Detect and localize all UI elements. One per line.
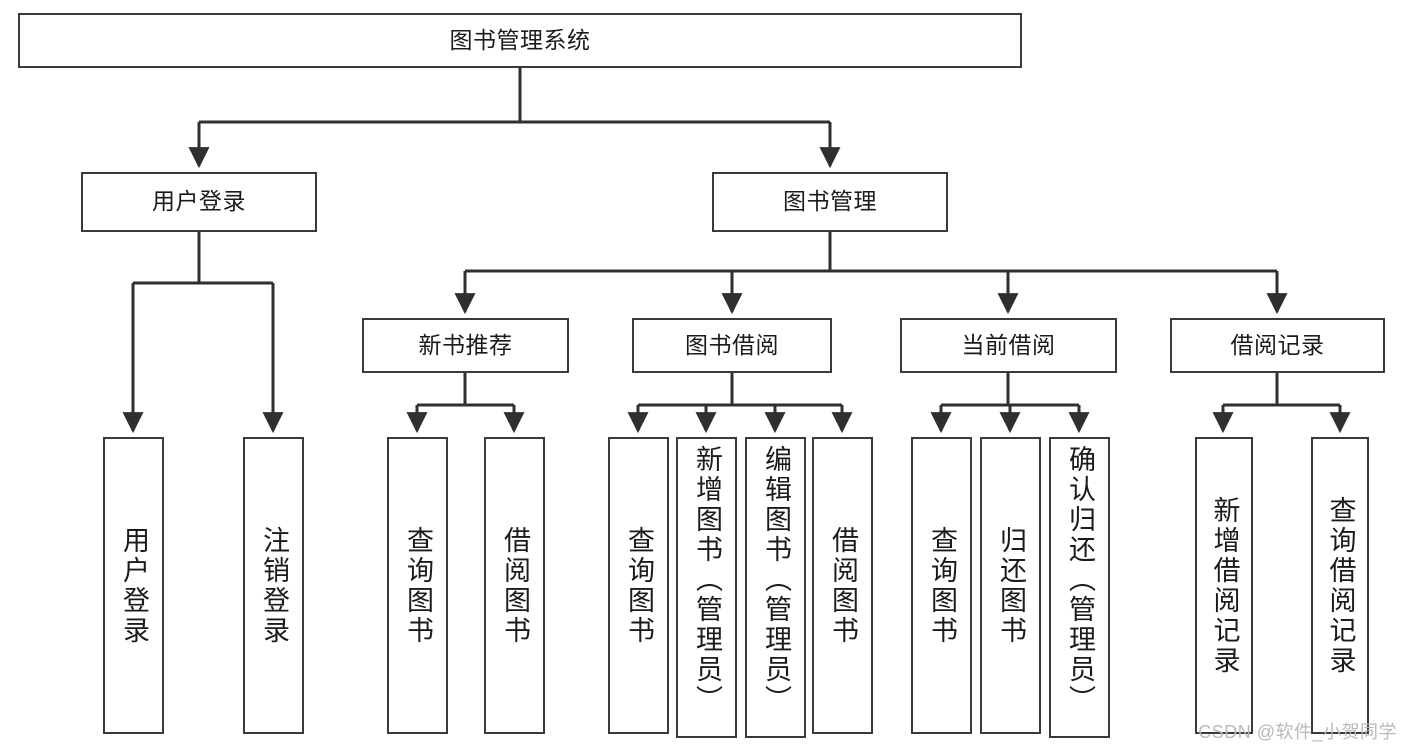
node-label: 借阅图书 <box>500 525 530 646</box>
node-label: 借阅记录 <box>1230 331 1325 358</box>
node-label: 用户登录 <box>119 525 149 646</box>
node-label: 查询图书 <box>927 525 957 646</box>
node-label: 借阅图书 <box>828 525 858 646</box>
node-label: 新增借阅记录 <box>1209 495 1240 676</box>
node-root-system[interactable]: 图书管理系统 <box>18 13 1022 68</box>
node-new-book-recommend[interactable]: 新书推荐 <box>362 318 569 373</box>
node-label: 编辑图书（管理员） <box>761 445 791 715</box>
node-label: 查询借阅记录 <box>1325 495 1356 676</box>
leaf-current-borrow-query[interactable]: 查询图书 <box>911 437 972 734</box>
leaf-borrow-record-query[interactable]: 查询借阅记录 <box>1311 437 1369 734</box>
node-label: 图书管理 <box>783 188 877 215</box>
leaf-borrow-record-add[interactable]: 新增借阅记录 <box>1195 437 1253 734</box>
node-label: 图书管理系统 <box>449 26 591 53</box>
node-book-borrow[interactable]: 图书借阅 <box>632 318 832 373</box>
node-label: 图书借阅 <box>685 331 779 358</box>
node-label: 确认归还（管理员） <box>1065 445 1095 715</box>
node-label: 新增图书（管理员） <box>692 445 722 715</box>
watermark-text: CSDN @软件_小贺同学 <box>1198 722 1397 742</box>
node-label: 注销登录 <box>259 525 289 646</box>
leaf-book-borrow-query[interactable]: 查询图书 <box>608 437 669 734</box>
leaf-user-login-signin[interactable]: 用户登录 <box>103 437 164 734</box>
leaf-current-borrow-return[interactable]: 归还图书 <box>980 437 1041 734</box>
node-label: 用户登录 <box>152 188 246 215</box>
node-label: 当前借阅 <box>961 331 1056 358</box>
node-label: 查询图书 <box>403 525 433 646</box>
node-label: 新书推荐 <box>418 331 513 358</box>
leaf-book-borrow-edit[interactable]: 编辑图书（管理员） <box>745 437 806 738</box>
node-label: 归还图书 <box>996 525 1026 646</box>
leaf-user-login-signout[interactable]: 注销登录 <box>243 437 304 734</box>
leaf-new-book-query[interactable]: 查询图书 <box>387 437 448 734</box>
leaf-new-book-borrow[interactable]: 借阅图书 <box>484 437 545 734</box>
node-borrow-record[interactable]: 借阅记录 <box>1170 318 1385 373</box>
node-book-management[interactable]: 图书管理 <box>712 172 948 232</box>
leaf-current-borrow-confirm[interactable]: 确认归还（管理员） <box>1049 437 1110 738</box>
node-label: 查询图书 <box>624 525 654 646</box>
node-user-login[interactable]: 用户登录 <box>81 172 317 232</box>
leaf-book-borrow-lend[interactable]: 借阅图书 <box>812 437 873 734</box>
node-current-borrow[interactable]: 当前借阅 <box>900 318 1117 373</box>
leaf-book-borrow-add[interactable]: 新增图书（管理员） <box>676 437 737 738</box>
